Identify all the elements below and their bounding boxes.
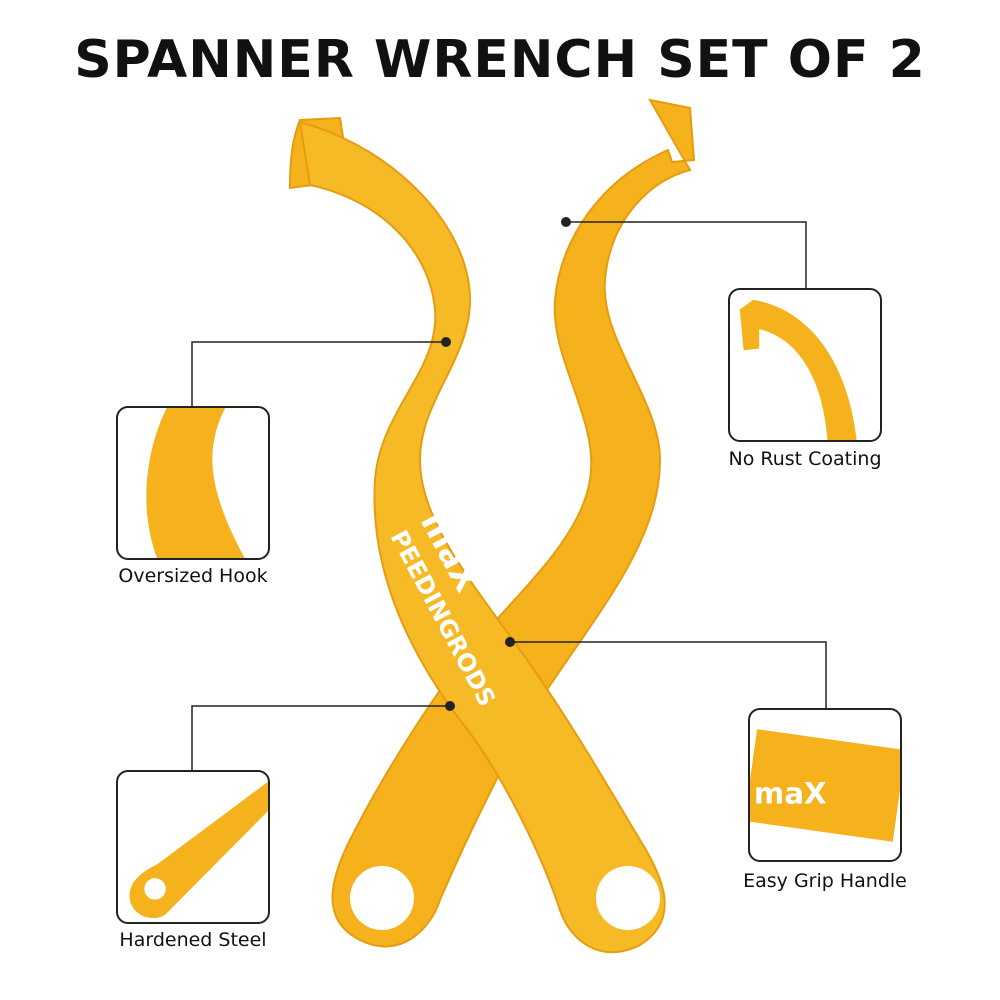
handle-hole-right [596, 866, 660, 930]
leader-easy-grip [510, 641, 827, 708]
leader-dot [445, 701, 455, 711]
label-hardened-steel: Hardened Steel [119, 929, 267, 951]
wrench-right-hook [331, 98, 696, 948]
leader-no-rust [566, 221, 807, 290]
easy-grip-brand-mark: maX [754, 777, 827, 811]
callout-hardened-steel-image [116, 770, 270, 924]
leader-dot [441, 337, 451, 347]
label-easy-grip: Easy Grip Handle [743, 870, 907, 892]
page-title: SPANNER WRENCH SET OF 2 [74, 30, 926, 90]
leader-oversized-hook [191, 341, 446, 406]
callout-oversized-hook-image [116, 406, 270, 560]
handle-hole-left [350, 866, 414, 930]
label-no-rust: No Rust Coating [728, 448, 882, 470]
leader-dot [505, 637, 515, 647]
leader-dot [561, 217, 571, 227]
leader-lines [191, 221, 827, 770]
wrench-left-hook [288, 116, 666, 954]
leader-hardened-steel [191, 705, 450, 770]
callout-no-rust-image [728, 288, 882, 442]
label-oversized-hook: Oversized Hook [118, 565, 268, 587]
callout-easy-grip-image: maX [748, 708, 902, 862]
